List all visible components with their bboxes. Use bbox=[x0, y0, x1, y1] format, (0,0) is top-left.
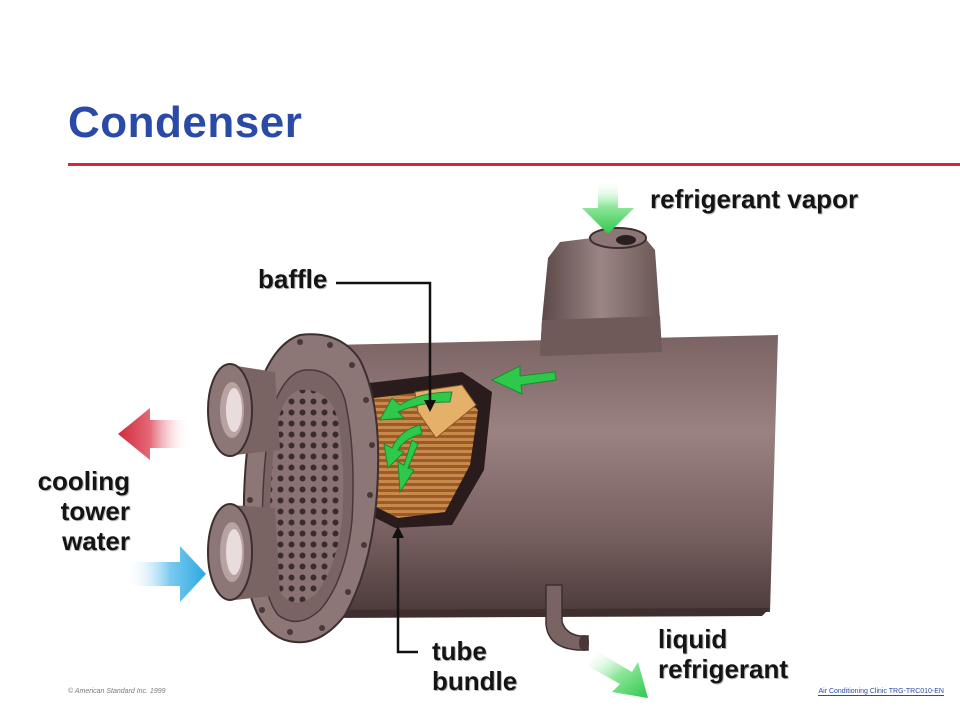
baffle-leader-line bbox=[336, 281, 432, 408]
cooling-water-in-arrow bbox=[126, 546, 206, 602]
liquid-refrigerant-arrow bbox=[588, 652, 648, 698]
tube-bundle-label: tube bundle bbox=[432, 636, 518, 696]
tube-bundle-leader-line bbox=[396, 530, 418, 654]
water-nozzle-top bbox=[207, 363, 280, 457]
cooling-water-out-arrow bbox=[118, 408, 190, 460]
copyright-footer: © American Standard Inc. 1999 bbox=[68, 688, 166, 695]
slide-title: Condenser bbox=[68, 98, 303, 147]
course-link-footer[interactable]: Air Conditioning Clinic TRG-TRC010-EN bbox=[818, 688, 944, 696]
title-divider bbox=[68, 163, 960, 166]
tube-sheet bbox=[270, 389, 344, 603]
liquid-outlet-pipe bbox=[545, 584, 589, 651]
refrigerant-vapor-label: refrigerant vapor bbox=[650, 184, 859, 214]
refrigerant-flow-arrows bbox=[379, 365, 557, 494]
baffle-label: baffle bbox=[258, 264, 328, 294]
refrigerant-vapor-arrow bbox=[582, 180, 634, 234]
water-nozzle-bottom bbox=[207, 503, 280, 601]
cooling-tower-water-label: cooling tower water bbox=[37, 466, 130, 556]
liquid-refrigerant-label: liquid refrigerant bbox=[658, 624, 789, 684]
